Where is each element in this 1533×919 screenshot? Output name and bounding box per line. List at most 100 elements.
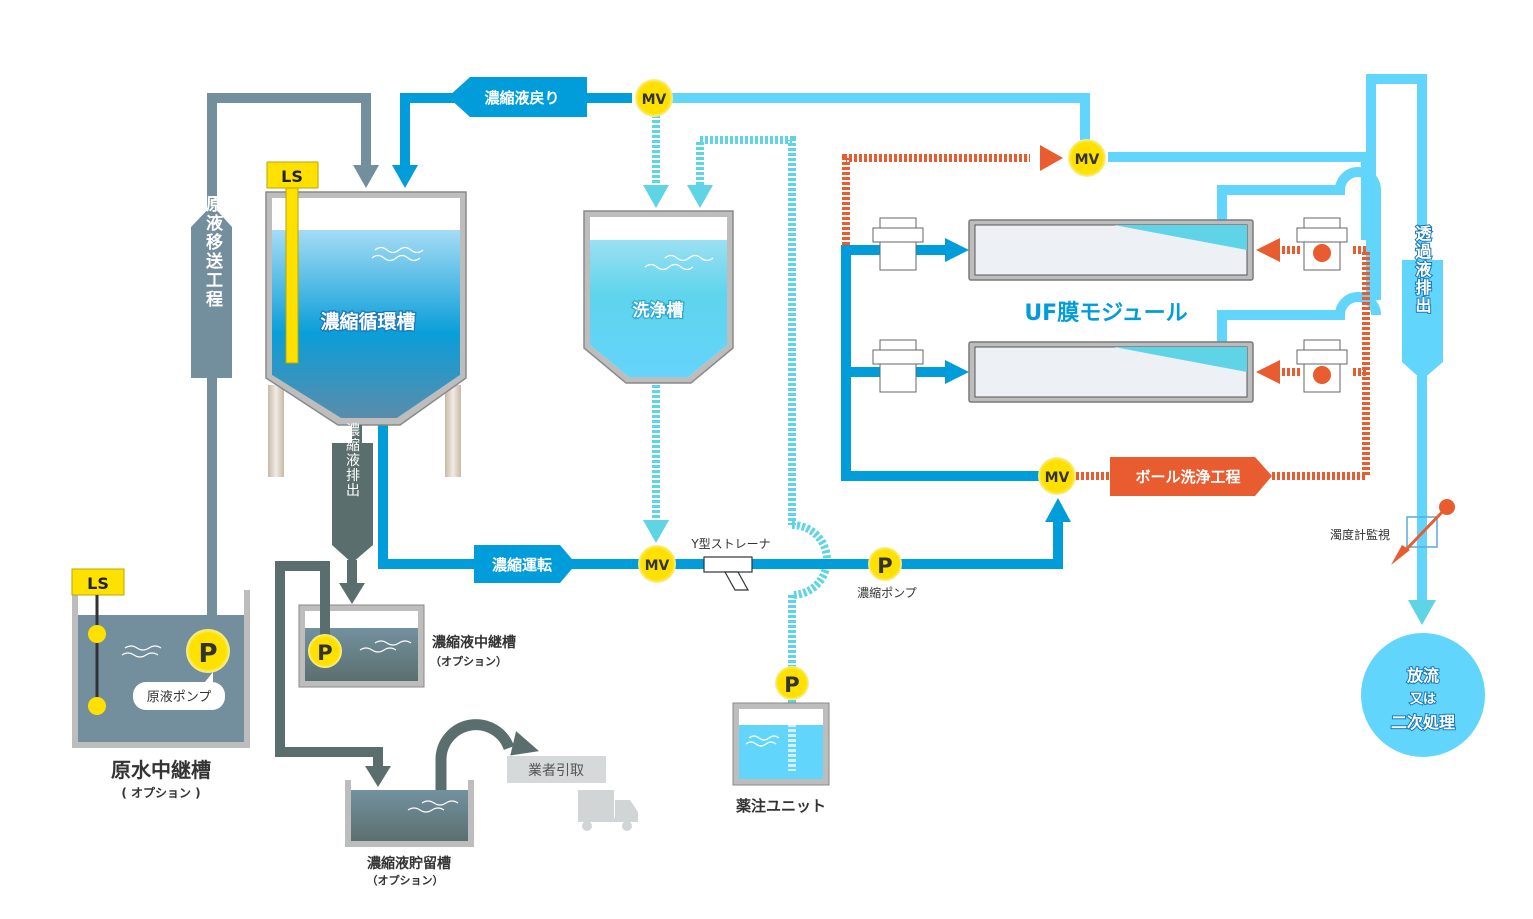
valve-label: MV — [642, 92, 667, 108]
level-switch-tag — [71, 568, 125, 596]
raw-pump[interactable]: P — [186, 629, 230, 673]
wave-icon — [371, 246, 424, 262]
concentrate-storage-tank: 濃縮液貯留槽 （オプション） — [345, 719, 540, 887]
pump-symbol: P — [198, 639, 217, 669]
raw-transfer-line: 原液移送工程 — [191, 93, 379, 615]
concentrate-pump-label: 濃縮ポンプ — [857, 585, 917, 600]
chemical-unit-label: 薬注ユニット — [735, 797, 826, 815]
level-switch-label: LS — [87, 574, 109, 593]
concentration-tank: 濃縮循環槽 LS — [265, 161, 467, 477]
wash-arrow-1 — [643, 185, 669, 208]
discharge-outlet: 放流 又は 二次処理 — [1361, 633, 1485, 757]
uf-module-1 — [968, 219, 1254, 281]
turbidity-monitor: 濁度計監視 — [1330, 499, 1455, 565]
raw-pump-label: 原液ポンプ — [147, 690, 212, 705]
outlet-line3: 二次処理 — [1391, 713, 1455, 732]
concentration-tank-label: 濃縮循環槽 — [320, 310, 415, 333]
concentrate-return-line: 濃縮液戻り — [392, 77, 1090, 188]
wash-arrow-3 — [643, 520, 669, 543]
chemical-unit: 薬注ユニット — [732, 702, 830, 815]
raw-transfer-label-box — [191, 205, 232, 378]
concentrate-relay-tank-label: 濃縮液中継槽 — [432, 634, 516, 651]
outlet-line1: 放流 — [1406, 666, 1439, 685]
tank-leg — [445, 385, 461, 477]
ball-launcher-1 — [1296, 217, 1348, 271]
module-inlet-arrow-1 — [945, 238, 969, 262]
strainer-label: Y型ストレーナ — [690, 537, 770, 551]
valve-icon — [635, 79, 673, 117]
concentration-run-label: 濃縮運転 — [492, 556, 552, 574]
ball-wash-label-box — [1110, 457, 1272, 496]
concentrate-discharge-label: 濃縮液排出 — [344, 423, 360, 498]
concentrate-relay-pump[interactable]: P — [308, 634, 342, 668]
chemical-pump[interactable]: P — [775, 666, 809, 700]
pump-callout — [133, 682, 225, 710]
valve-label: MV — [1045, 470, 1070, 486]
permeate-arrow — [1408, 600, 1436, 625]
contractor-pickup-label: 業者引取 — [528, 763, 584, 779]
level-switch-label: LS — [281, 167, 303, 186]
turbidity-label: 濁度計監視 — [1330, 527, 1390, 542]
mv-valve-return[interactable]: MV — [635, 79, 673, 117]
concentrate-relay-tank-sublabel: （オプション） — [430, 654, 507, 668]
float-switch — [88, 625, 106, 643]
valve-label: MV — [1075, 152, 1100, 168]
pump-symbol: P — [877, 554, 892, 578]
concentrate-relay-tank: P 濃縮液中継槽 （オプション） — [275, 561, 516, 787]
uf-module-2 — [968, 341, 1254, 403]
raw-transfer-label: 原液移送工程 — [202, 195, 223, 309]
valve-label: MV — [645, 558, 670, 574]
wash-tank-label: 洗浄槽 — [633, 300, 684, 321]
inlet-fitting-2 — [872, 339, 924, 393]
wave-icon — [407, 800, 459, 813]
ball-wash-lines — [842, 154, 1370, 480]
ball-wash-label: ボール洗浄工程 — [1135, 468, 1240, 486]
concentrate-discharge-line: 濃縮液排出 — [332, 423, 373, 604]
valve-icon — [1068, 139, 1106, 177]
mv-valve-module-bypass[interactable]: MV — [1038, 457, 1076, 495]
y-strainer: Y型ストレーナ — [690, 537, 771, 591]
valve-icon — [1038, 457, 1076, 495]
ball-icon — [1313, 244, 1331, 262]
level-switch-tag — [266, 161, 319, 189]
mv-valve-concentration-run[interactable]: MV — [638, 545, 676, 583]
pump-icon — [308, 634, 342, 668]
pump-icon — [186, 629, 230, 673]
concentration-run-label-box — [474, 545, 576, 583]
wash-arrow-2 — [687, 185, 713, 208]
ball-launcher-2 — [1296, 339, 1348, 393]
wave-icon — [121, 645, 162, 658]
pump-icon — [775, 666, 809, 700]
contractor-pickup: 業者引取 — [507, 756, 638, 831]
concentrate-return-label-box — [448, 77, 587, 117]
permeate-label-box — [1402, 260, 1443, 380]
level-switch-rod — [285, 187, 299, 364]
raw-water-relay-tank-sublabel: ( オプション ) — [121, 785, 200, 800]
valve-icon — [638, 545, 676, 583]
raw-water-relay-tank: LS P 原液ポンプ 原水中継槽 ( オプション ) — [71, 568, 250, 800]
tank-leg — [268, 385, 284, 477]
module-inlet-arrow-2 — [945, 360, 969, 384]
pump-icon — [868, 547, 902, 581]
pump-to-mv-arrow — [1045, 498, 1071, 522]
ball-wash-arrow-top — [1040, 145, 1063, 171]
truck-icon — [578, 790, 638, 831]
concentrate-return-label: 濃縮液戻り — [484, 89, 559, 107]
concentrate-storage-tank-sublabel: （オプション） — [367, 873, 444, 887]
wave-icon — [745, 735, 780, 747]
wash-tank: 洗浄槽 — [583, 210, 734, 384]
pump-symbol: P — [784, 673, 799, 697]
raw-water-relay-tank-label: 原水中継槽 — [111, 758, 211, 782]
mv-valve-ball-wash-top[interactable]: MV — [1068, 139, 1106, 177]
outlet-line2: 又は — [1409, 692, 1436, 707]
concentrate-pump[interactable]: P — [868, 547, 902, 581]
uf-module-title: UF膜モジュール — [1024, 301, 1187, 326]
ball-wash-arrow-1 — [1256, 238, 1280, 262]
concentrate-storage-tank-label: 濃縮液貯留槽 — [367, 855, 451, 872]
inlet-fitting-1 — [872, 217, 924, 271]
pump-symbol: P — [317, 641, 332, 665]
float-switch — [88, 697, 106, 715]
permeate-label: 透過液排出 — [1413, 225, 1433, 315]
ball-wash-arrow-2 — [1256, 360, 1280, 384]
